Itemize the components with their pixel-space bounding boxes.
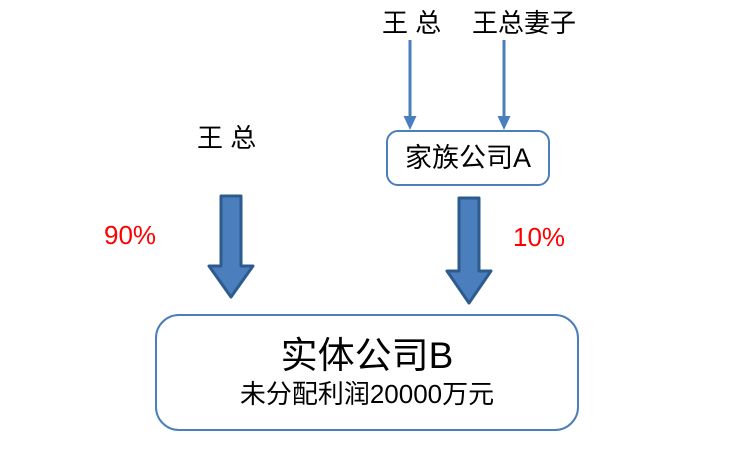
label-percent-left: 90% bbox=[104, 220, 157, 250]
label-wang-wife: 王总妻子 bbox=[472, 8, 577, 38]
node-entity-company-title: 实体公司B bbox=[280, 335, 454, 377]
block-arrow-wang-to-entity-icon bbox=[207, 194, 255, 299]
node-family-company-title: 家族公司A bbox=[404, 142, 531, 173]
label-wang-left: 王 总 bbox=[197, 123, 257, 153]
node-family-company[interactable]: 家族公司A bbox=[386, 130, 550, 186]
label-percent-right: 10% bbox=[513, 222, 566, 252]
label-wang-top: 王 总 bbox=[382, 8, 442, 38]
arrow-wife-to-family-icon bbox=[497, 40, 511, 130]
node-entity-company-subtitle: 未分配利润20000万元 bbox=[239, 378, 495, 409]
node-entity-company[interactable]: 实体公司B 未分配利润20000万元 bbox=[155, 314, 579, 431]
arrow-wang-to-family-icon bbox=[403, 40, 417, 130]
block-arrow-family-to-entity-icon bbox=[445, 196, 493, 305]
